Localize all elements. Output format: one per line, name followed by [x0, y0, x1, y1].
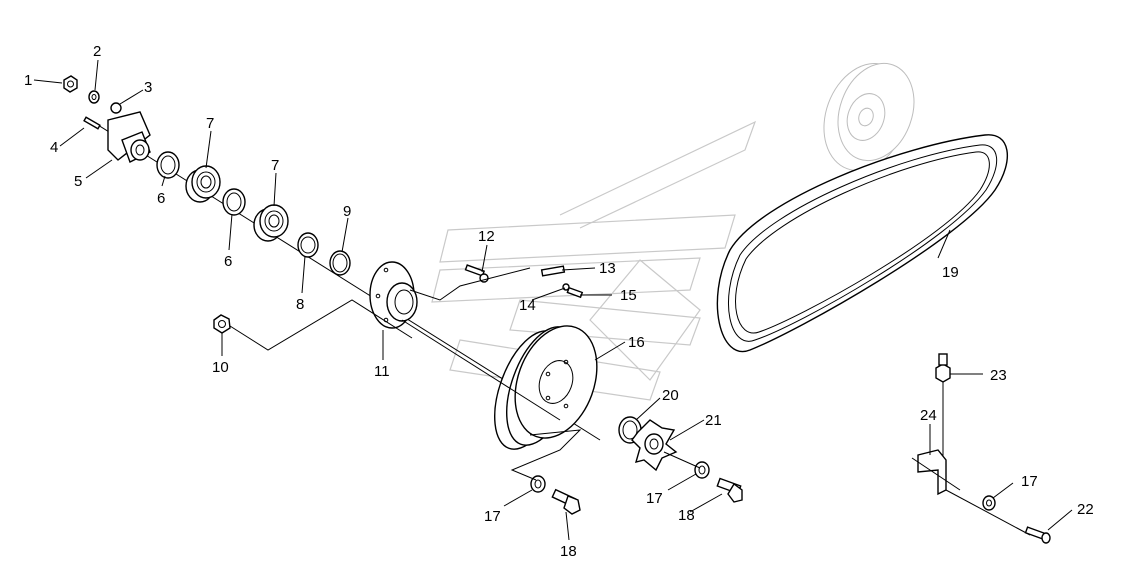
label-1: 1	[24, 72, 32, 89]
label-13: 13	[599, 260, 616, 277]
part-fan-21	[631, 419, 678, 472]
label-12: 12	[478, 228, 495, 245]
label-9: 9	[343, 203, 351, 220]
part-key-13	[540, 265, 566, 277]
part-bushing-3	[110, 102, 122, 114]
label-6a: 6	[157, 190, 165, 207]
assembly-lines	[229, 267, 1031, 536]
label-5: 5	[74, 173, 82, 190]
label-21: 21	[705, 412, 722, 429]
label-17c: 17	[1021, 473, 1038, 490]
part-washer-17c	[982, 495, 996, 511]
label-17b: 17	[646, 490, 663, 507]
part-bolt-18a	[551, 488, 581, 515]
label-7b: 7	[271, 157, 279, 174]
part-nut-1	[63, 75, 78, 93]
part-bolt-18b	[716, 477, 743, 503]
label-18a: 18	[560, 543, 577, 560]
part-snap-ring-9	[329, 250, 351, 276]
label-23: 23	[990, 367, 1007, 384]
part-bolt-12	[464, 264, 489, 283]
part-bearing-7b	[253, 204, 289, 242]
label-3: 3	[144, 79, 152, 96]
label-20: 20	[662, 387, 679, 404]
part-labels: 1 2 3 4 5 6 7 6 7 8 9 10 11 12 13 14 15 …	[24, 43, 1094, 560]
label-24: 24	[920, 407, 937, 424]
part-washer-17b	[694, 461, 710, 479]
label-16: 16	[628, 334, 645, 351]
label-22: 22	[1077, 501, 1094, 518]
part-pin-4	[83, 116, 101, 130]
label-6b: 6	[224, 253, 232, 270]
part-hub-11	[369, 261, 418, 329]
part-washer-2	[88, 90, 100, 104]
part-grease-fitting-23	[935, 353, 951, 470]
label-19: 19	[942, 264, 959, 281]
part-pulley-16	[494, 325, 598, 450]
part-ring-8	[297, 232, 319, 258]
part-ring-6a	[156, 151, 180, 179]
part-screw-22	[1024, 526, 1051, 544]
part-ring-6b	[222, 188, 246, 216]
part-bracket-5	[107, 111, 151, 163]
part-bearing-7a	[185, 165, 221, 203]
part-washer-17a	[530, 475, 546, 493]
ghost-drive-pulley	[823, 62, 915, 171]
part-nut-10	[213, 314, 231, 334]
label-4: 4	[50, 139, 58, 156]
label-11: 11	[374, 363, 390, 380]
leader-lines	[33, 59, 1073, 541]
label-8: 8	[296, 296, 304, 313]
label-10: 10	[212, 359, 229, 376]
label-18b: 18	[678, 507, 695, 524]
label-7a: 7	[206, 115, 214, 132]
label-15: 15	[620, 287, 637, 304]
part-belt-19	[716, 134, 1009, 353]
part-bracket-24	[911, 449, 961, 496]
label-2: 2	[93, 43, 101, 60]
label-14: 14	[519, 297, 536, 314]
label-17a: 17	[484, 508, 501, 525]
